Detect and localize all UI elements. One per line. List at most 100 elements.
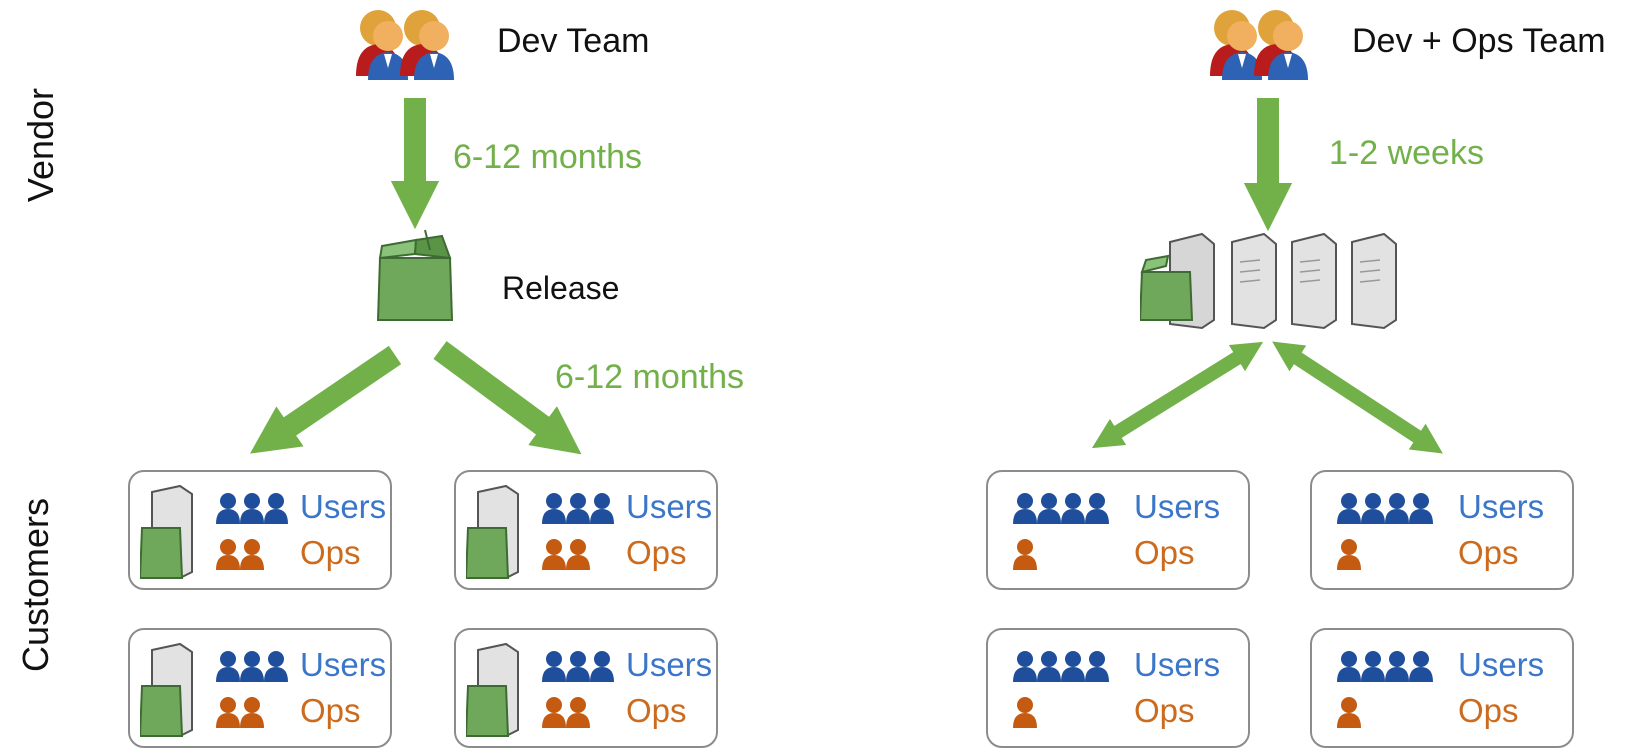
customer-box: Users Ops xyxy=(128,628,392,748)
ops-label: Ops xyxy=(1134,534,1195,571)
users-label: Users xyxy=(1458,488,1545,525)
user-person-icon xyxy=(566,493,590,524)
ops-label: Ops xyxy=(1458,692,1519,729)
ops-person-icon xyxy=(1337,697,1361,728)
release-box-icon xyxy=(376,229,454,321)
user-person-icon xyxy=(264,493,288,524)
user-person-icon xyxy=(1385,493,1409,524)
user-person-icon xyxy=(264,651,288,682)
ops-label: Ops xyxy=(300,692,361,729)
user-person-icon xyxy=(1013,493,1037,524)
user-person-icon xyxy=(1337,651,1361,682)
ops-person-icon xyxy=(1013,697,1037,728)
users-label: Users xyxy=(1458,646,1545,683)
user-person-icon xyxy=(1037,651,1061,682)
user-person-icon xyxy=(240,651,264,682)
ops-person-icon xyxy=(216,697,240,728)
user-person-icon xyxy=(1013,651,1037,682)
user-person-icon xyxy=(1037,493,1061,524)
user-person-icon xyxy=(1409,651,1433,682)
users-icon xyxy=(1337,493,1433,524)
server-icon xyxy=(1140,232,1397,330)
ops-icon xyxy=(1337,539,1361,570)
ops-person-icon xyxy=(240,697,264,728)
release-label: Release xyxy=(502,270,620,306)
ops-icon xyxy=(1013,539,1037,570)
users-label: Users xyxy=(300,646,387,683)
ops-person-icon xyxy=(1013,539,1037,570)
ops-label: Ops xyxy=(626,534,687,571)
user-person-icon xyxy=(1061,493,1085,524)
user-person-icon xyxy=(1061,651,1085,682)
left-release-cycle-label: 6-12 months xyxy=(453,138,642,176)
user-person-icon xyxy=(1361,651,1385,682)
ops-person-icon xyxy=(566,539,590,570)
user-person-icon xyxy=(216,493,240,524)
users-icon xyxy=(542,493,614,524)
user-person-icon xyxy=(542,651,566,682)
users-icon xyxy=(216,651,288,682)
ops-icon xyxy=(542,697,590,728)
server-icon xyxy=(140,642,193,738)
server-icon xyxy=(140,484,193,580)
team-icon xyxy=(1210,10,1308,80)
right-release-cycle-label: 1-2 weeks xyxy=(1329,134,1484,172)
ops-label: Ops xyxy=(1458,534,1519,571)
users-icon xyxy=(1337,651,1433,682)
ops-label: Ops xyxy=(300,534,361,571)
users-label: Users xyxy=(300,488,387,525)
left-team-label: Dev Team xyxy=(497,22,650,60)
ops-icon xyxy=(542,539,590,570)
users-label: Users xyxy=(1134,646,1221,683)
ops-icon xyxy=(1013,697,1037,728)
customer-box: Users Ops xyxy=(454,628,718,748)
team-icon xyxy=(356,10,454,80)
user-person-icon xyxy=(240,493,264,524)
user-person-icon xyxy=(542,493,566,524)
user-person-icon xyxy=(1385,651,1409,682)
ops-person-icon xyxy=(216,539,240,570)
right-servers-customer-a-arrow xyxy=(1091,341,1264,449)
users-icon xyxy=(216,493,288,524)
customer-box: Users Ops xyxy=(1310,628,1574,748)
user-person-icon xyxy=(1409,493,1433,524)
ops-icon xyxy=(216,539,264,570)
users-icon xyxy=(1013,651,1109,682)
customer-box: Users Ops xyxy=(1310,470,1574,590)
ops-label: Ops xyxy=(626,692,687,729)
user-person-icon xyxy=(216,651,240,682)
customer-box: Users Ops xyxy=(128,470,392,590)
server-icon xyxy=(466,484,519,580)
left-delivery-cycle-label: 6-12 months xyxy=(555,358,744,396)
users-label: Users xyxy=(626,488,713,525)
user-person-icon xyxy=(1337,493,1361,524)
user-person-icon xyxy=(1085,493,1109,524)
customer-box: Users Ops xyxy=(986,628,1250,748)
users-icon xyxy=(1013,493,1109,524)
ops-person-icon xyxy=(1337,539,1361,570)
right-servers-customer-b-arrow xyxy=(1272,341,1443,454)
ops-person-icon xyxy=(240,539,264,570)
ops-icon xyxy=(216,697,264,728)
ops-person-icon xyxy=(542,697,566,728)
user-person-icon xyxy=(1361,493,1385,524)
right-team-label: Dev + Ops Team xyxy=(1352,22,1606,60)
ops-person-icon xyxy=(566,697,590,728)
user-person-icon xyxy=(1085,651,1109,682)
users-label: Users xyxy=(1134,488,1221,525)
users-label: Users xyxy=(626,646,713,683)
server-icon xyxy=(466,642,519,738)
user-person-icon xyxy=(590,493,614,524)
left-release-to-customer-a-arrow xyxy=(249,345,402,454)
customer-box: Users Ops xyxy=(454,470,718,590)
customer-box: Users Ops xyxy=(986,470,1250,590)
user-person-icon xyxy=(566,651,590,682)
left-release-to-customer-b-arrow xyxy=(433,341,582,455)
users-icon xyxy=(542,651,614,682)
ops-person-icon xyxy=(542,539,566,570)
ops-label: Ops xyxy=(1134,692,1195,729)
user-person-icon xyxy=(590,651,614,682)
ops-icon xyxy=(1337,697,1361,728)
